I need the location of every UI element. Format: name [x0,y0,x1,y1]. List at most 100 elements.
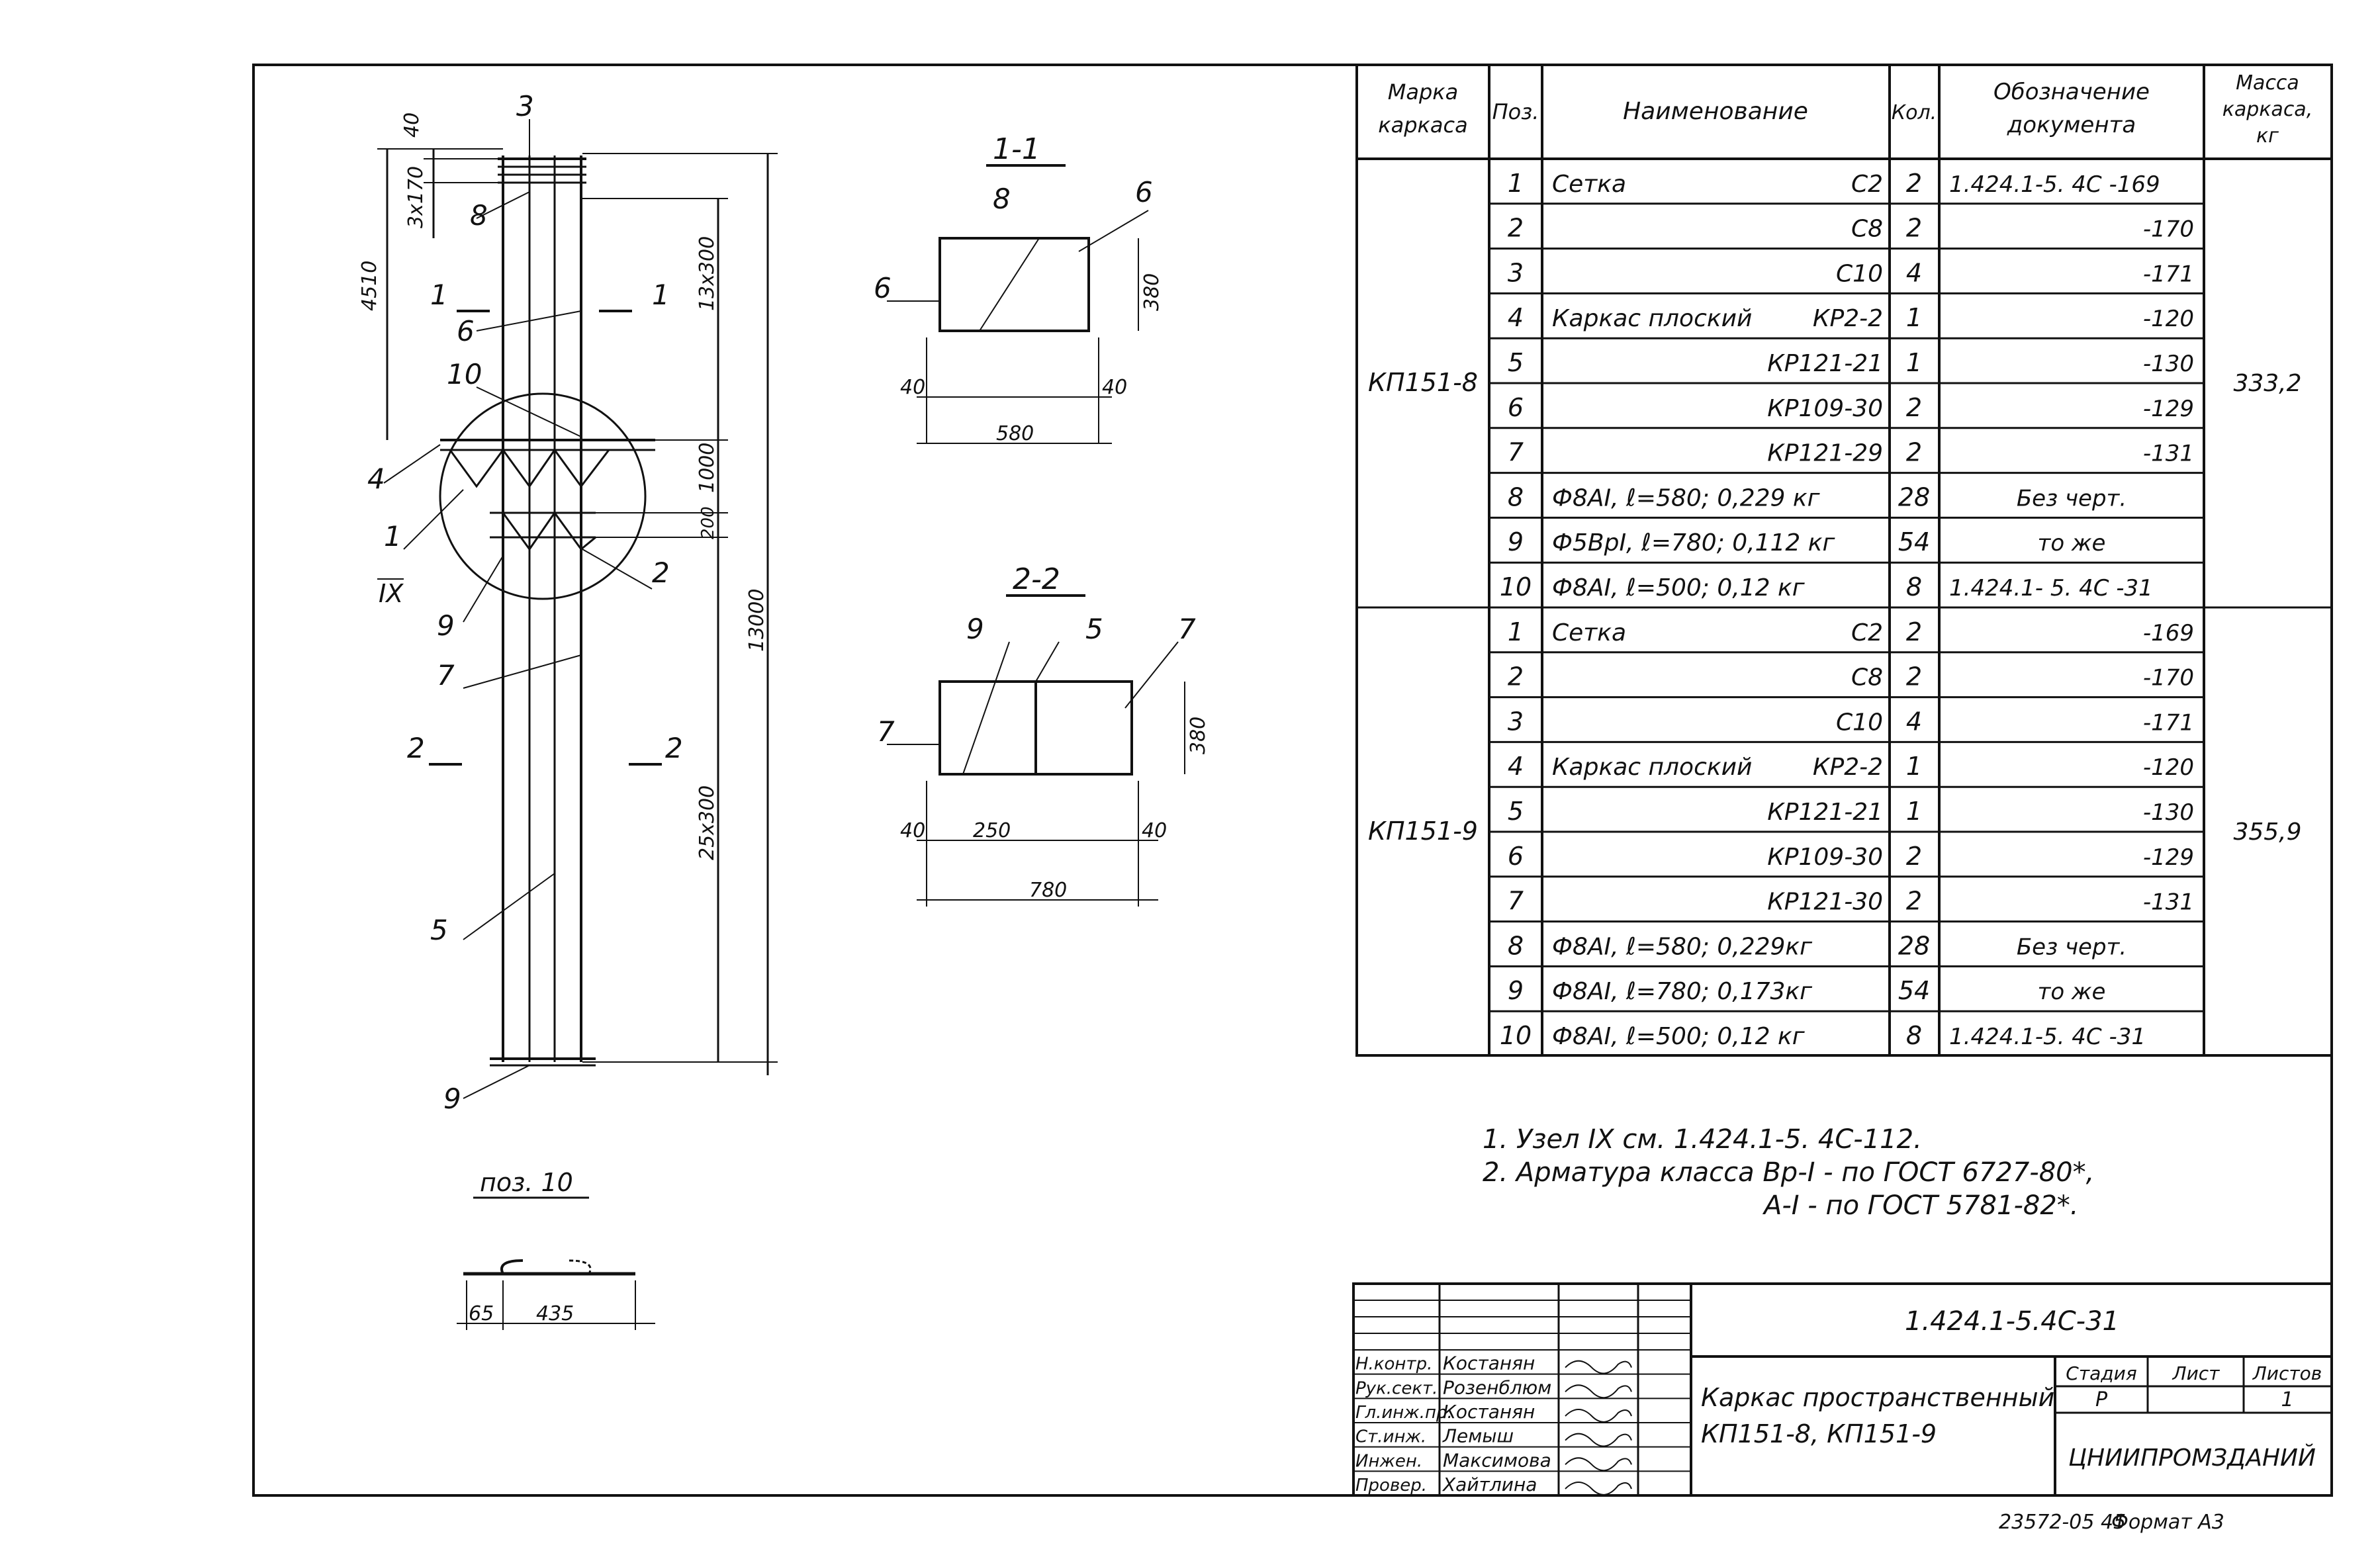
section-1-1 [887,164,1149,444]
row-qty: 2 [1906,842,1922,871]
group-mark: КП151-8 [1368,368,1478,397]
pos10-dim-435: 435 [536,1302,574,1325]
row-name: Ф8АI, ℓ=500; 0,12 кг [1552,574,1806,601]
elev-pos-4: 4 [367,463,385,495]
row-code: С10 [1836,260,1883,287]
hdr-mass-line3: кг [2256,124,2279,148]
row-doc: то же [2038,530,2106,556]
tb-sheets-value: 1 [2281,1388,2293,1411]
signature-role: Н.контр. [1355,1355,1432,1374]
signature-name: Хайтлина [1442,1474,1537,1495]
section-mark-1-left: 1 [430,279,448,311]
elev-pos-7: 7 [437,659,455,691]
section-1-1-pos-6-right: 6 [1135,176,1153,208]
elev-pos-9-bottom: 9 [443,1083,461,1115]
row-doc: -130 [2143,351,2194,377]
tb-title-line2: КП151-8, КП151-9 [1701,1419,1937,1448]
hdr-qty: Кол. [1892,101,1937,124]
row-doc: -171 [2143,709,2194,736]
row-doc: -120 [2143,306,2194,332]
row-doc: -130 [2143,799,2194,826]
row-code: КР121-29 [1767,440,1883,467]
tb-doc-code: 1.424.1-5.4С-31 [1905,1306,2119,1337]
row-doc: -170 [2143,216,2194,243]
title-block-signatures: Н.контр.КостанянРук.сект.РозенблюмГл.инж… [1355,1353,1632,1495]
section-2-2-dim-40-right: 40 [1142,819,1167,842]
row-pos: 10 [1500,572,1532,601]
signature-role: Ст.инж. [1355,1427,1426,1447]
handwritten-signature [1565,1409,1632,1423]
row-name: Ф8АI, ℓ=780; 0,173кг [1552,978,1813,1005]
elevation-view [377,119,778,1099]
section-2-2-dim-780: 780 [1029,879,1067,902]
row-doc: Без черт. [2017,485,2127,511]
note-2-cont: А-I - по ГОСТ 5781-82*. [1762,1190,2079,1221]
row-qty: 2 [1906,887,1922,916]
row-doc: 1.424.1-5. 4С -169 [1949,171,2160,198]
handwritten-signature [1565,1482,1632,1495]
row-code: КР121-21 [1767,350,1883,377]
section-mark-2-left: 2 [407,732,425,764]
row-name: Сетка [1552,171,1626,198]
row-qty: 28 [1898,931,1930,960]
signature-name: Розенблюм [1443,1376,1551,1398]
hdr-mass-line1: Масса [2236,71,2299,95]
row-qty: 2 [1906,438,1922,467]
hdr-name: Наименование [1623,98,1808,125]
row-pos: 9 [1508,976,1524,1005]
hdr-doc-line1: Обозначение [1993,79,2150,105]
row-doc: -170 [2143,665,2194,691]
row-code: С10 [1836,709,1883,736]
row-qty: 2 [1906,214,1922,243]
signature-name: Максимова [1443,1449,1551,1471]
row-qty: 4 [1906,258,1922,287]
elev-pos-9-top: 9 [437,609,455,642]
row-code: КР109-30 [1767,844,1883,871]
tb-title-line1: Каркас пространственный [1701,1383,2054,1412]
row-doc: -169 [2143,620,2194,646]
row-pos: 2 [1508,662,1524,691]
section-1-1-pos-6-left: 6 [874,272,892,304]
format-label: Формат А3 [2111,1511,2224,1534]
row-pos: 2 [1508,214,1524,243]
signature-name: Лемыш [1442,1425,1514,1447]
row-pos: 7 [1508,438,1524,467]
elev-pos-8: 8 [470,199,488,232]
elev-dim-25x300: 25х300 [696,785,719,860]
section-1-1-dim-40-left: 40 [900,376,925,399]
handwritten-signature [1565,1433,1632,1447]
row-name: Каркас плоский [1552,754,1752,781]
tb-organization: ЦНИИПРОМЗДАНИЙ [2068,1444,2316,1472]
section-2-2-dim-380: 380 [1187,717,1210,754]
handwritten-signature [1565,1360,1632,1374]
row-pos: 10 [1500,1021,1532,1050]
row-pos: 3 [1508,258,1524,287]
elev-dim-4510: 4510 [358,261,381,311]
elev-dim-1000: 1000 [696,443,719,493]
tb-sheets-header: Листов [2252,1362,2322,1384]
hdr-doc-line2: документа [2007,112,2136,138]
row-doc: -131 [2143,889,2194,916]
row-code: КР121-21 [1767,799,1883,826]
row-pos: 6 [1508,842,1524,871]
elev-dim-13000: 13000 [745,589,768,652]
section-2-2-pos-7-right: 7 [1178,613,1196,645]
row-doc: -129 [2143,396,2194,422]
row-qty: 54 [1898,527,1930,556]
row-qty: 1 [1906,303,1922,332]
row-qty: 28 [1898,482,1930,511]
section-mark-2-right: 2 [665,732,683,764]
section-2-2-title: 2-2 [1013,562,1060,596]
frame [252,64,2333,1497]
section-2-2-pos-7-left: 7 [877,715,895,748]
elev-dim-200: 200 [698,506,718,539]
elev-pos-10: 10 [447,358,482,390]
note-1: 1. Узел IX см. 1.424.1-5. 4С-112. [1483,1124,1922,1155]
row-pos: 9 [1508,527,1524,556]
row-name: Ф8АI, ℓ=580; 0,229 кг [1552,484,1821,511]
tb-sheet-header: Лист [2172,1362,2220,1384]
pos10-title: поз. 10 [480,1168,573,1197]
row-doc: -131 [2143,441,2194,467]
row-code: С8 [1851,664,1883,691]
